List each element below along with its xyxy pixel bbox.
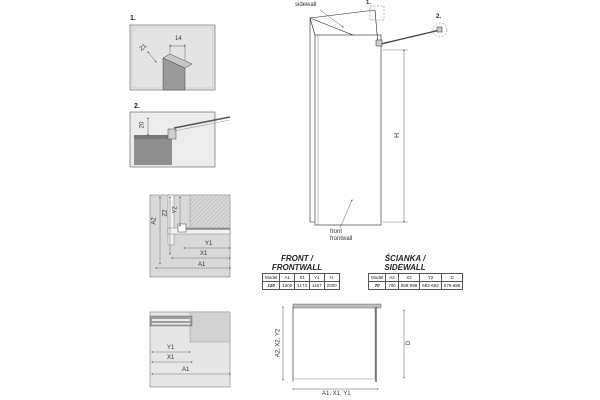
front-table-cell: 2000	[323, 281, 340, 290]
side-table-header: X2	[397, 273, 421, 282]
side-table: Model A2 X2 Y2 D 70 700 688-698 682-692 …	[367, 273, 464, 290]
callout-1-box	[369, 5, 385, 21]
iso-callout-1: 1.	[366, 0, 372, 6]
plan-a1-label: A1	[198, 262, 206, 268]
front-table-header: H	[323, 273, 340, 282]
side-table-row: 70 700 688-698 682-692 678-688	[367, 281, 464, 290]
plan-bottom-x1-label: X1	[167, 355, 175, 361]
front-table-cell: 120	[261, 281, 281, 290]
detail-2-panel	[129, 111, 231, 168]
elevation-left-label: A2, X2, Y2	[275, 328, 282, 358]
detail-1-number: 1.	[130, 15, 136, 22]
top-profile	[292, 303, 382, 309]
side-table-header: Model	[367, 273, 387, 282]
front-table: Model A1 X1 Y1 H 120 1200 1173 1167 2000	[261, 273, 340, 290]
plan-y1-label: Y1	[205, 241, 213, 247]
side-table-header: Y2	[419, 273, 442, 282]
iso-support-bar	[380, 29, 441, 45]
side-table-cell: 688-698	[397, 281, 421, 290]
plan-bottom-y1-label: Y1	[167, 345, 175, 351]
side-table-cell: 70	[367, 281, 387, 290]
elevation-bottom-label: A1, X1, Y1	[322, 391, 351, 397]
front-table-title: FRONT / FRONTWALL	[271, 254, 323, 272]
support-bar	[173, 116, 231, 129]
dim-20-label: 20	[139, 121, 146, 129]
corner-bracket	[177, 223, 187, 233]
front-table-cell: 1200	[279, 281, 296, 290]
plan-a2-label: A2	[151, 217, 158, 225]
detail-1-panel	[129, 24, 216, 91]
dim-14-label: 14	[175, 36, 182, 42]
isometric-view	[309, 5, 448, 229]
front-table-header: Model	[261, 273, 281, 282]
front-table-header: A1	[279, 273, 296, 282]
plan-x1-label: X1	[200, 251, 208, 257]
side-table-cell: 682-692	[419, 281, 442, 290]
plan-view-top	[149, 194, 231, 278]
front-panel	[314, 34, 382, 226]
dim-z1-line	[147, 51, 157, 63]
elevation-plan	[282, 303, 405, 390]
callout-2-circle	[432, 22, 448, 38]
height-label: H	[394, 132, 402, 139]
side-table-cell: 700	[385, 281, 399, 290]
plan-y2-label: Y2	[172, 206, 179, 214]
elevation-right-label: D	[406, 340, 413, 346]
side-table-header-row: Model A2 X2 Y2 D	[367, 273, 464, 282]
iso-callout-2: 2.	[436, 14, 442, 20]
side-table-header: D	[440, 273, 464, 282]
plan-view-bottom	[149, 311, 231, 388]
front-table-header-row: Model A1 X1 Y1 H	[261, 273, 340, 282]
front-table-row: 120 1200 1173 1167 2000	[261, 281, 340, 290]
plan-z2-label: Z2	[162, 209, 169, 217]
side-table-cell: 678-688	[440, 281, 464, 290]
side-table-title: ŚCIANKA / SIDEWALL	[384, 254, 426, 272]
front-table-cell: 1173	[294, 281, 310, 290]
side-table-header: A2	[385, 273, 399, 282]
front-table-header: Y1	[308, 273, 325, 282]
plan-bottom-a1-label: A1	[182, 367, 190, 373]
front-label: front frontwall	[330, 229, 353, 242]
wall-bracket	[167, 128, 177, 140]
front-table-cell: 1167	[308, 281, 325, 290]
sidewall-label: sidewall	[295, 2, 317, 8]
wall-block	[134, 135, 172, 165]
detail-2-number: 2.	[134, 103, 140, 110]
front-table-header: X1	[294, 273, 310, 282]
